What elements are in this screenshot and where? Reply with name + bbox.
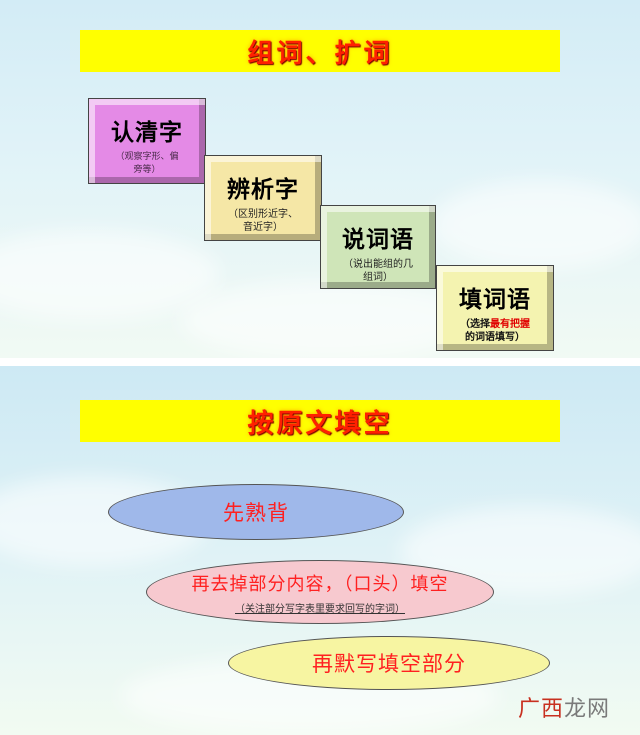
step4-note-highlight: 最有把握	[490, 319, 530, 330]
slide2-title: 按原文填空	[247, 408, 393, 439]
slide1-title: 组词、扩词	[247, 38, 393, 69]
slide1-title-banner: 组词、扩词	[80, 30, 560, 72]
watermark-part1: 广西	[517, 697, 564, 722]
step1-note: （观察字形、偏旁等）	[115, 152, 179, 175]
slide2-title-banner: 按原文填空	[80, 400, 560, 442]
step2-title: 辨析字	[227, 177, 299, 203]
step-memorize-pill: 先熟背	[108, 484, 404, 540]
step-recognize-characters: 认清字 （观察字形、偏旁等）	[88, 98, 206, 184]
site-watermark: 广西龙网	[518, 691, 610, 723]
step-distinguish-characters: 辨析字 （区别形近字、音近字）	[204, 155, 322, 241]
watermark-part2: 龙网	[563, 697, 610, 722]
step4-title: 填词语	[459, 287, 531, 313]
pill1-text: 先熟背	[223, 501, 289, 525]
step4-note: （选择最有把握的词语填写）	[460, 318, 530, 344]
step-oral-fill-pill: 再去掉部分内容，（口头）填空 （关注部分写字表里要求回写的字词）	[146, 560, 494, 624]
step4-note-pre: （选择	[460, 319, 490, 330]
step4-note-post: 的词语填写）	[465, 332, 525, 343]
pill2-text: 再去掉部分内容，（口头）填空	[191, 573, 449, 595]
slide-vocabulary: 组词、扩词 认清字 （观察字形、偏旁等） 辨析字 （区别形近字、音近字） 说词语…	[0, 0, 640, 358]
step3-note: （说出能组的几组词）	[343, 259, 413, 283]
step3-title: 说词语	[342, 227, 414, 253]
step-dictation-pill: 再默写填空部分	[228, 636, 550, 690]
pill2-note: （关注部分写字表里要求回写的字词）	[235, 603, 405, 615]
pill3-text: 再默写填空部分	[312, 652, 466, 676]
step2-note: （区别形近字、音近字）	[228, 209, 298, 233]
step-fill-words: 填词语 （选择最有把握的词语填写）	[436, 265, 554, 351]
step-say-words: 说词语 （说出能组的几组词）	[320, 205, 436, 289]
step1-title: 认清字	[111, 120, 183, 146]
